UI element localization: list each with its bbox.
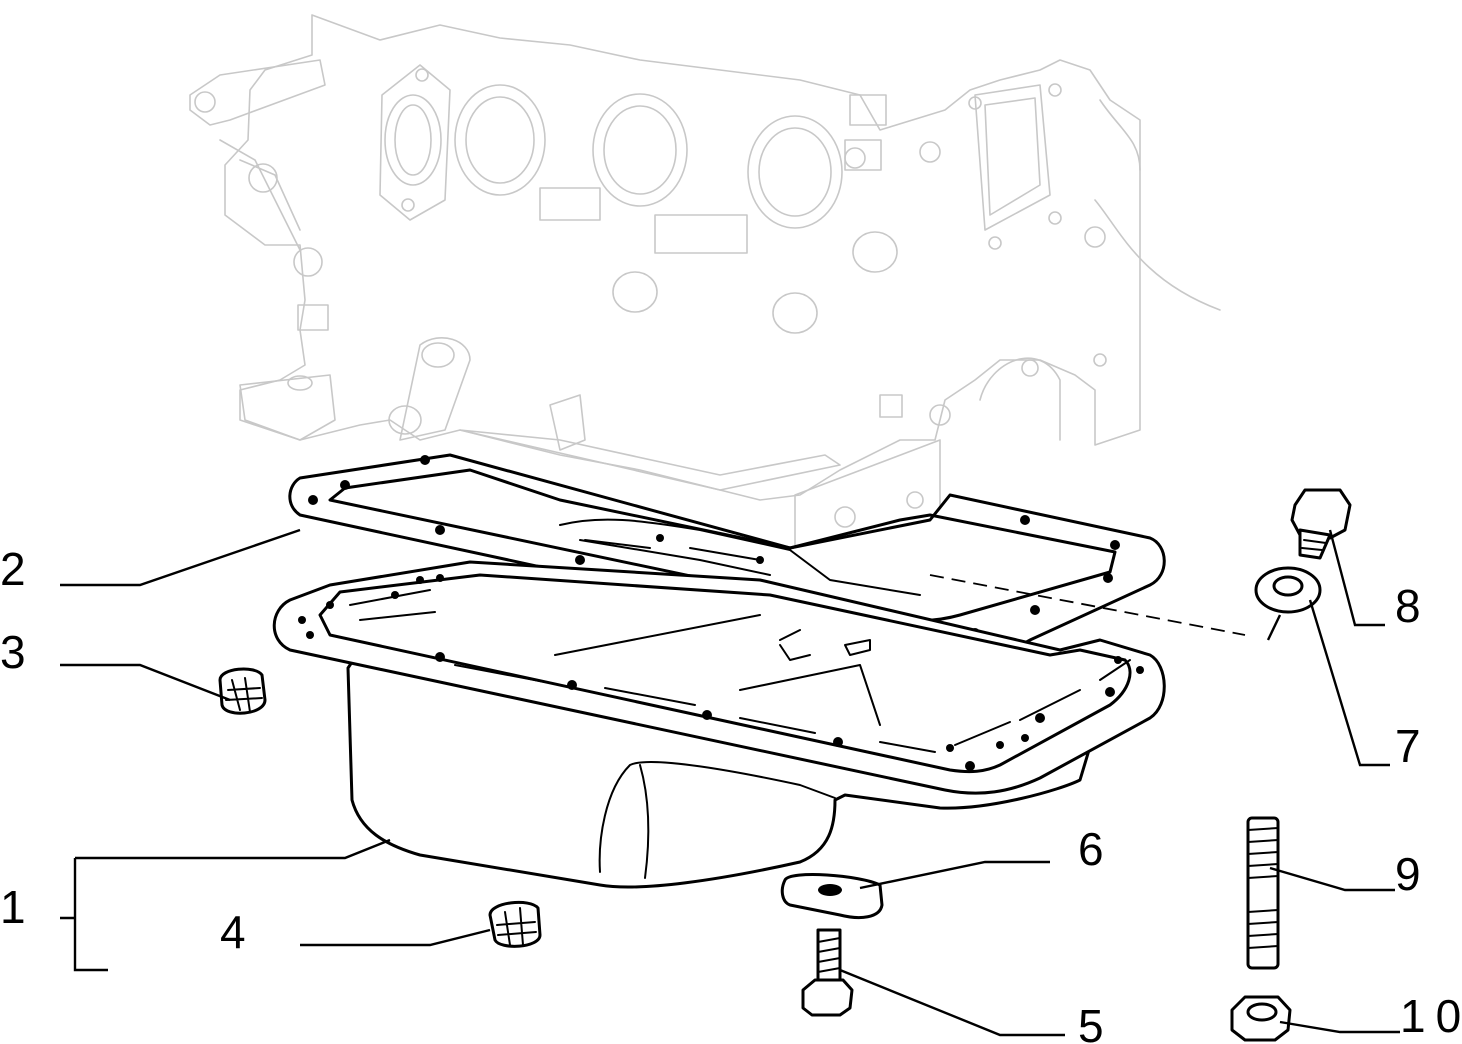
leader-6 (859, 860, 1050, 890)
oil-sump-pan (272, 539, 1166, 889)
plug-part-4 (488, 900, 542, 948)
leader-4 (300, 928, 491, 947)
callout-8: 8 (1395, 580, 1421, 632)
engine-block-outline (189, 14, 1221, 501)
plate-part-6 (780, 873, 884, 919)
leader-5 (839, 968, 1065, 1037)
callout-2: 2 (0, 543, 26, 595)
plug-part-3 (218, 667, 267, 715)
callout-3: 3 (0, 626, 26, 678)
callout-labels: 1 2 3 4 5 6 7 8 9 10 (0, 543, 1462, 1044)
stud-part-9 (1246, 816, 1280, 970)
bolt-part-5 (801, 928, 854, 1017)
drain-axis-line (929, 574, 1246, 636)
leader-3 (60, 663, 231, 702)
callout-10: 10 (1400, 990, 1462, 1042)
washer-part-7 (1254, 566, 1322, 614)
drain-bolt-part-8 (1290, 488, 1352, 560)
leader-2 (60, 528, 301, 587)
leader-9 (1269, 866, 1395, 892)
callout-9: 9 (1395, 848, 1421, 900)
leader-7 (1308, 599, 1390, 767)
callout-1: 1 (0, 881, 26, 933)
callout-5: 5 (1078, 1000, 1104, 1044)
leader-10 (1279, 1020, 1400, 1034)
leader-8 (1328, 529, 1385, 627)
leader-lines (60, 528, 1400, 1037)
callout-7: 7 (1395, 720, 1421, 772)
leader-1 (60, 838, 391, 972)
nut-part-10 (1230, 995, 1292, 1042)
callout-6: 6 (1078, 823, 1104, 875)
callout-4: 4 (220, 906, 246, 958)
